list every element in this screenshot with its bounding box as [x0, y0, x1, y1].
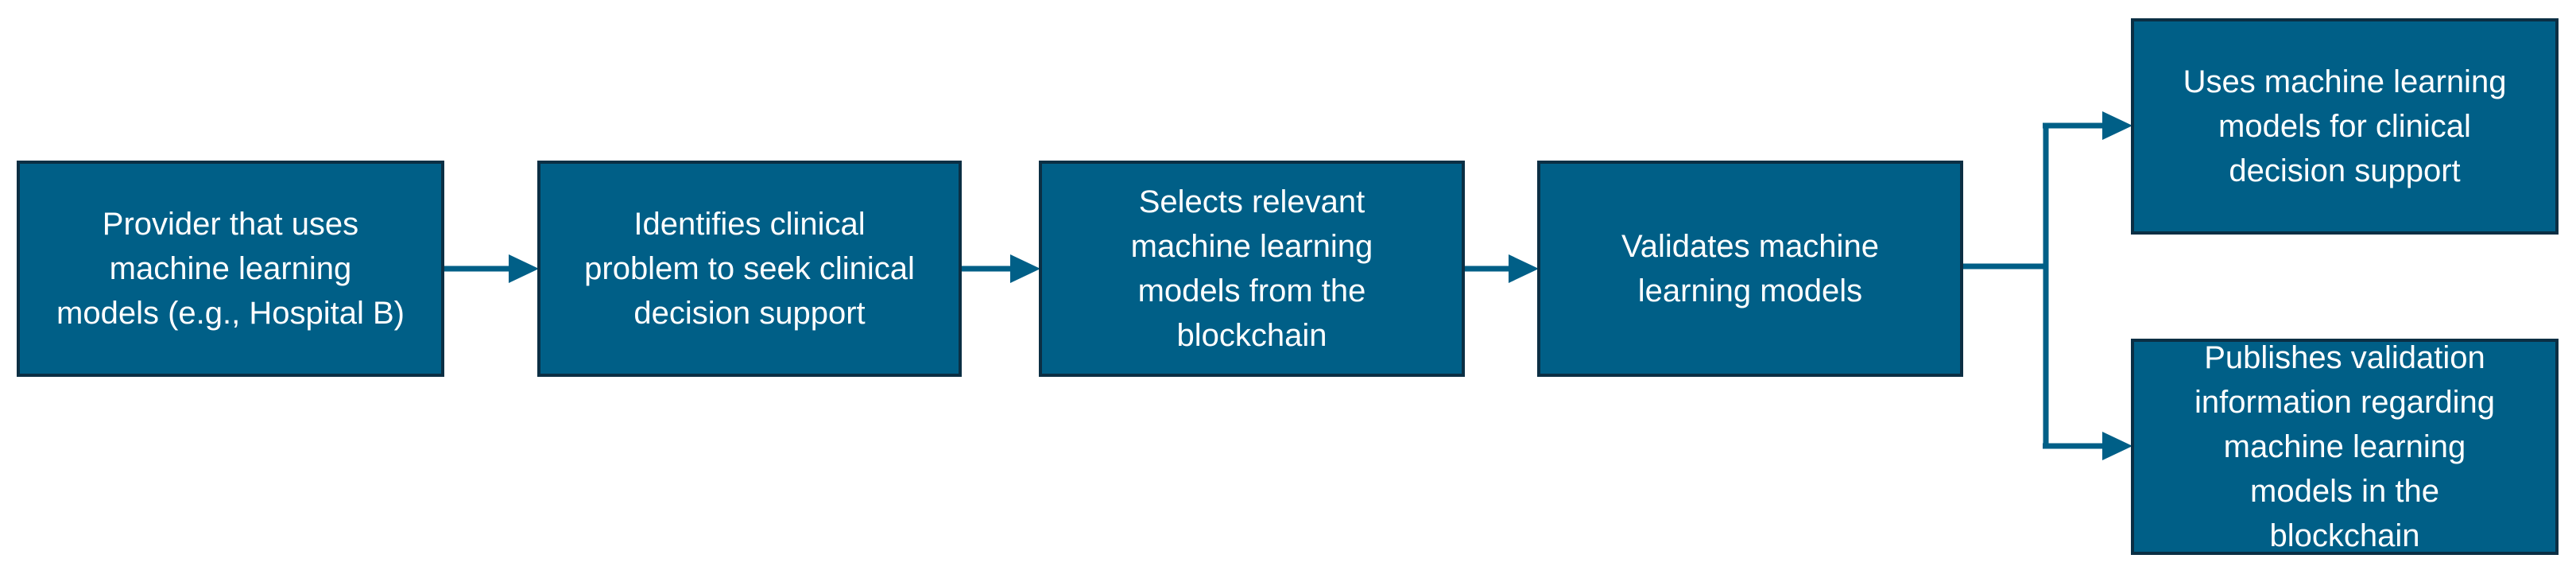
node-use-models-label: Uses machine learning models for clinica… — [2183, 64, 2507, 188]
node-validate-models-label: Validates machine learning models — [1621, 229, 1879, 308]
node-publish-validation-label: Publishes validation information regardi… — [2194, 340, 2495, 553]
node-identify-problem-label: Identifies clinical problem to seek clin… — [584, 207, 915, 331]
arrowhead-identify — [509, 254, 539, 283]
arrowhead-select — [1010, 254, 1040, 283]
arrowhead-validate — [1509, 254, 1539, 283]
arrowhead-use — [2102, 111, 2132, 140]
arrowhead-publish — [2102, 432, 2132, 460]
node-select-models: Selects relevant machine learning models… — [1039, 161, 1465, 377]
node-identify-problem: Identifies clinical problem to seek clin… — [537, 161, 962, 377]
node-provider: Provider that uses machine learning mode… — [17, 161, 444, 377]
node-validate-models: Validates machine learning models — [1537, 161, 1963, 377]
node-select-models-label: Selects relevant machine learning models… — [1130, 184, 1373, 353]
node-publish-validation: Publishes validation information regardi… — [2131, 339, 2559, 555]
node-provider-label: Provider that uses machine learning mode… — [56, 207, 405, 331]
node-use-models: Uses machine learning models for clinica… — [2131, 18, 2559, 235]
